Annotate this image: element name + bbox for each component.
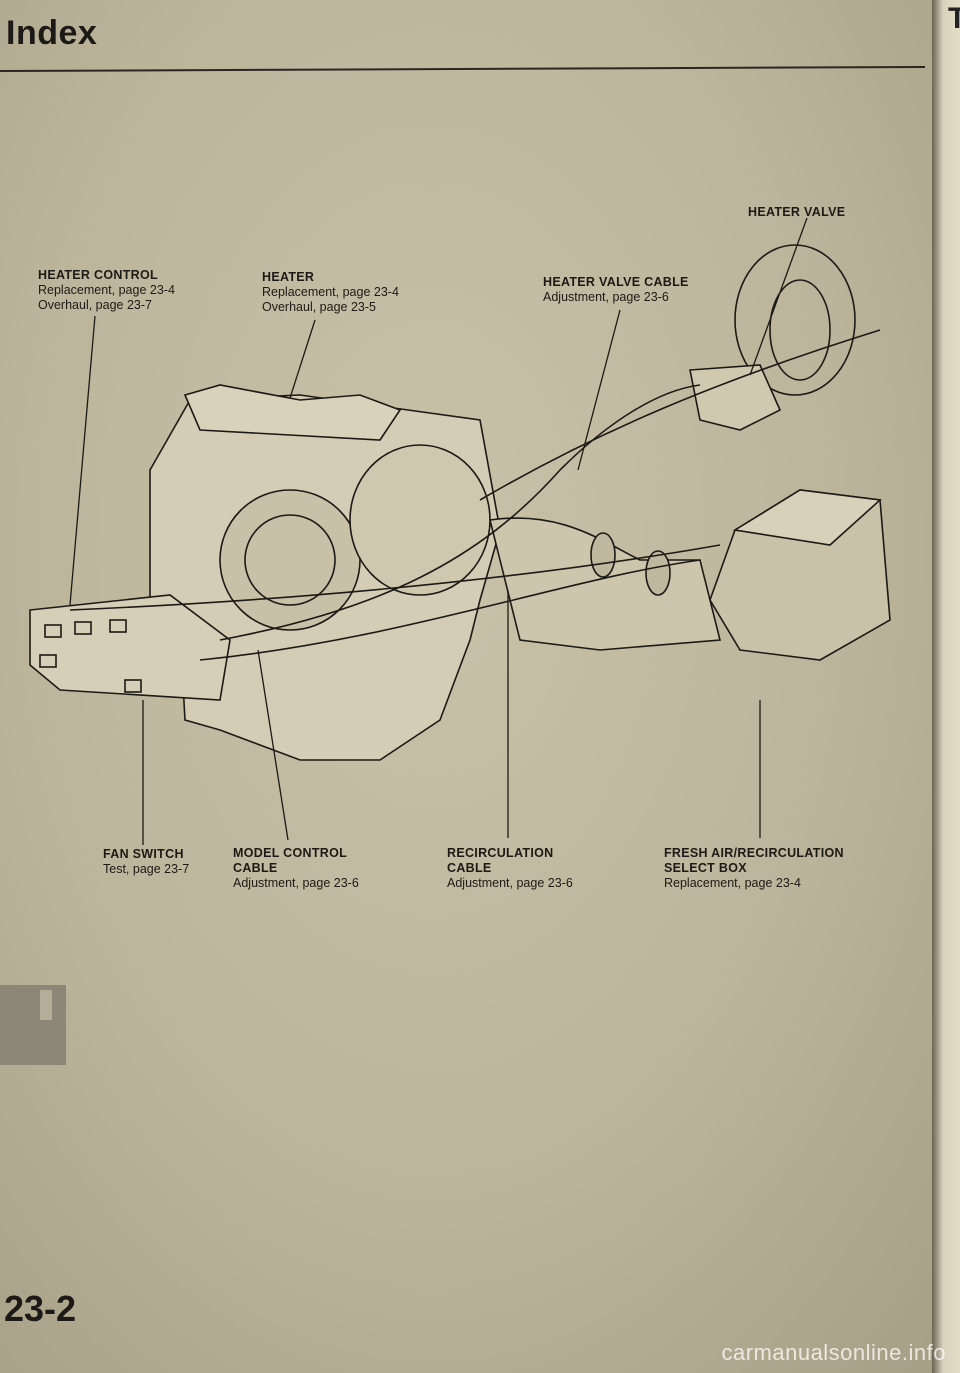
heater-valve-cable-line [219, 384, 701, 641]
callout-line: Replacement, page 23-4 [262, 285, 399, 299]
callout-line: Adjustment, page 23-6 [543, 290, 669, 304]
callout-model-control-cable: MODEL CONTROL CABLE Adjustment, page 23-… [233, 846, 359, 891]
callout-title: HEATER [262, 270, 315, 284]
callout-title: HEATER VALVE CABLE [543, 275, 689, 289]
callout-title-2: CABLE [233, 861, 278, 875]
callout-title-2: SELECT BOX [664, 861, 747, 875]
page-title: Index [6, 14, 98, 52]
adjacent-page-edge [932, 0, 960, 1373]
blower-fan [219, 489, 361, 631]
callout-title: HEATER CONTROL [38, 268, 158, 282]
watermark: carmanualsonline.info [721, 1340, 946, 1365]
callout-recirculation-cable: RECIRCULATION CABLE Adjustment, page 23-… [447, 846, 573, 891]
heater-valve-hose [734, 244, 856, 396]
adjacent-page-text: Tr [948, 2, 960, 35]
page-number: 23-2 [4, 1288, 77, 1329]
callout-title-2: CABLE [447, 861, 492, 875]
callout-fan-switch: FAN SWITCH Test, page 23-7 [103, 847, 189, 877]
callout-title: HEATER VALVE [748, 205, 846, 219]
callout-heater-valve: HEATER VALVE [748, 205, 845, 220]
callout-line: Overhaul, page 23-5 [262, 300, 376, 314]
callout-line: Adjustment, page 23-6 [447, 876, 573, 890]
heater-valve [689, 364, 782, 431]
callout-title: MODEL CONTROL [233, 846, 348, 860]
callout-line: Replacement, page 23-4 [38, 283, 175, 297]
callout-title: RECIRCULATION [447, 846, 554, 860]
callout-fresh-air-select-box: FRESH AIR/RECIRCULATION SELECT BOX Repla… [664, 846, 844, 891]
callout-heater-valve-cable: HEATER VALVE CABLE Adjustment, page 23-6 [543, 275, 689, 305]
section-tab-marker [0, 985, 66, 1065]
callout-title: FAN SWITCH [103, 847, 184, 861]
callout-line: Adjustment, page 23-6 [233, 876, 359, 890]
callout-heater: HEATER Replacement, page 23-4 Overhaul, … [262, 270, 399, 315]
callout-line: Replacement, page 23-4 [664, 876, 801, 890]
callout-line: Overhaul, page 23-7 [38, 298, 152, 312]
heater-duct-top [183, 384, 402, 441]
callout-heater-control: HEATER CONTROL Replacement, page 23-4 Ov… [38, 268, 175, 313]
callout-title: FRESH AIR/RECIRCULATION [664, 846, 844, 860]
blower-housing [349, 444, 491, 596]
callout-line: Test, page 23-7 [103, 862, 190, 876]
